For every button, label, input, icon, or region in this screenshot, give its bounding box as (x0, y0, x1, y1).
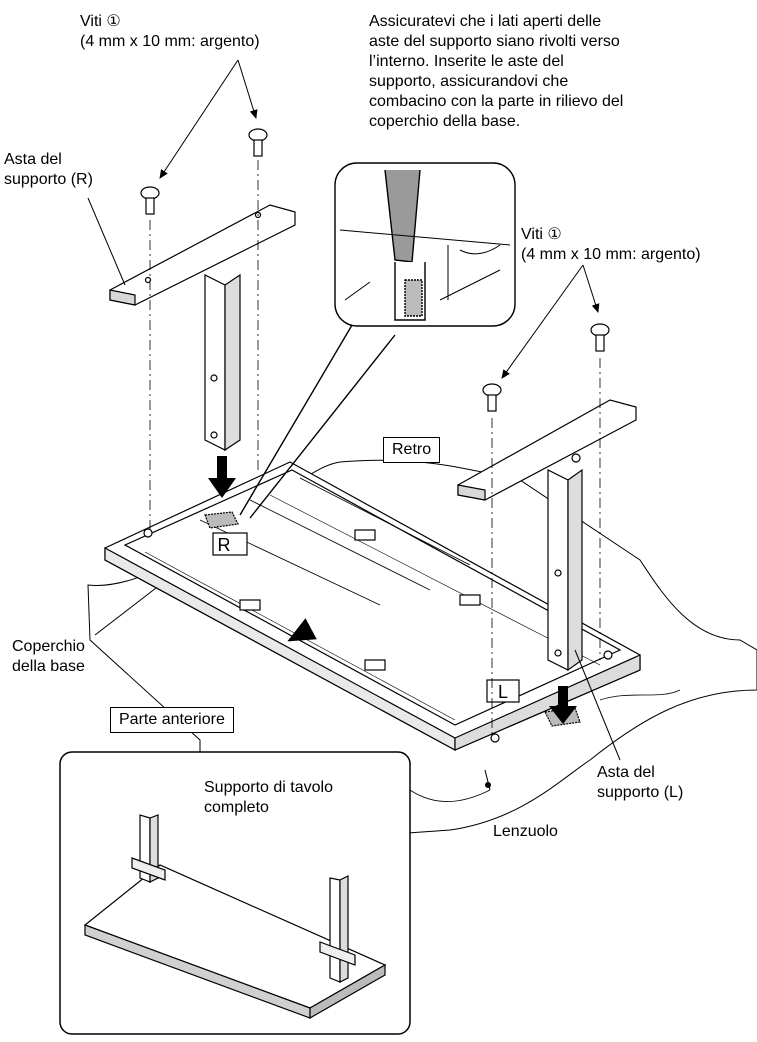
label-sheet: Lenzuolo (493, 823, 558, 840)
mark-l: L (498, 682, 508, 702)
base-cover (104, 461, 641, 752)
insert-arrow-r (208, 456, 236, 498)
label-screws-r: Viti ① (4 mm x 10 mm: argento) (80, 13, 260, 50)
label-base-cover: Coperchio della base (12, 638, 85, 675)
pole-r (109, 204, 296, 452)
completed-stand (83, 814, 387, 1020)
label-retro: Retro (383, 437, 441, 463)
label-complete: Supporto di tavolo completo (204, 779, 333, 816)
label-pole-l: Asta del supporto (L) (597, 764, 684, 801)
label-front: Parte anteriore (110, 707, 234, 733)
screws (140, 128, 610, 412)
label-screws-l: Viti ① (4 mm x 10 mm: argento) (521, 226, 701, 263)
detail-callout (239, 162, 516, 519)
insert-arrow-l (549, 686, 577, 724)
mark-r: R (218, 535, 231, 555)
pole-l (457, 399, 637, 672)
label-instruction: Assicuratevi che i lati aperti delle ast… (369, 13, 624, 130)
label-pole-r: Asta del supporto (R) (4, 151, 93, 188)
